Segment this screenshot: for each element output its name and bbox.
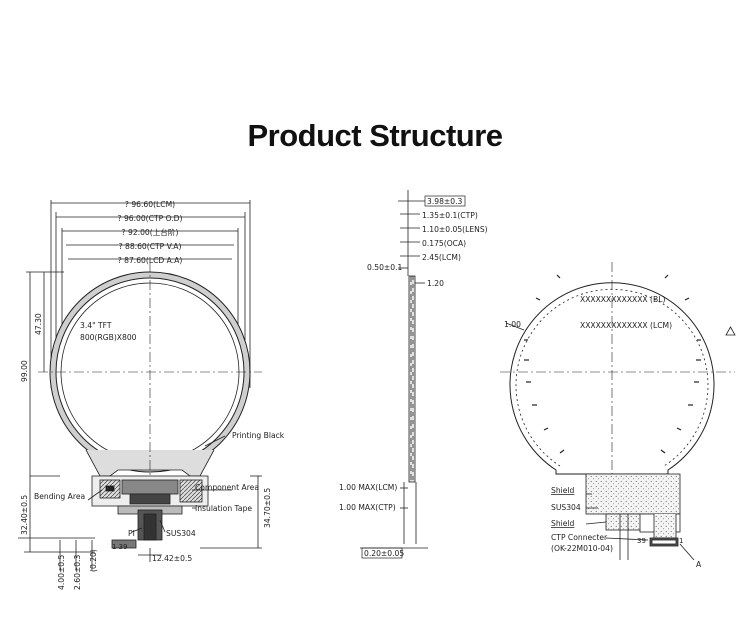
sus304-back-label: SUS304 [551,503,581,512]
shield-top-label: Shield [551,486,575,495]
connector-model: (OK-22M010-04) [551,544,613,553]
bending-area-label: Bending Area [34,492,85,501]
dim-lcm: ? 96.60(LCM) [125,200,175,209]
layer-ctp: 1.35±0.1(CTP) [422,211,478,220]
side-left-top: 0.50±0.1 [367,263,403,272]
layer-lcm: 2.45(LCM) [422,253,461,262]
page-title: Product Structure [247,118,503,153]
bl-label: XXXXXXXXXXXXX (BL) [580,295,665,304]
bottom-dim: 12.42±0.5 [152,554,192,563]
marker-a: A [696,560,702,569]
side-view [360,190,428,549]
max-ctp: 1.00 MAX(CTP) [339,503,396,512]
insulation-tape-label: Insulation Tape [195,504,252,513]
dim-2-60: 2.60±0.3 [73,554,82,590]
pi-label: PI [128,529,135,538]
dim-32-40: 32.40±0.5 [20,495,29,535]
front-view [18,200,262,570]
dim-0-20: (0.20) [89,549,98,572]
back-left-dim: 1.00 [504,320,521,329]
side-view-labels: 3.98±0.3 1.35±0.1(CTP) 1.10±0.05(LENS) 0… [339,195,488,559]
dim-ctp-od: ? 96.00(CTP O.D) [118,214,183,223]
dim-step: ? 92.00(上台阶) [122,227,179,237]
max-lcm: 1.00 MAX(LCM) [339,483,397,492]
component-area-label: Component Area [195,483,259,492]
front-view-labels: ? 96.60(LCM) ? 96.00(CTP O.D) ? 92.00(上台… [20,200,285,590]
back-view-labels: XXXXXXXXXXXXX (BL) XXXXXXXXXXXXX (LCM) 1… [504,295,702,569]
dim-4-00: 4.00±0.5 [57,554,66,590]
dim-99-00: 99.00 [20,360,29,382]
dim-ctp-va: ? 88.60(CTP V.A) [119,242,182,251]
shield-bottom-label: Shield [551,519,575,528]
tft-resolution: 800(RGB)X800 [80,333,137,342]
ctp-connector-label: CTP Connecter [551,533,608,542]
sus304-label: SUS304 [166,529,196,538]
printing-black-label: Printing Black [232,431,285,440]
dim-34-70: 34.70±0.5 [263,488,272,528]
layer-oca: 0.175(OCA) [422,239,466,248]
pin-1: 1 [679,537,683,545]
dim-47-30: 47.30 [34,313,43,335]
lcm-label: XXXXXXXXXXXXX (LCM) [580,321,672,330]
pin-numbers: 1 39 [112,543,128,551]
back-view [500,262,736,561]
total-thickness: 3.98±0.3 [427,197,463,206]
pin-39: 39 [637,537,646,545]
bottom-thickness: 0.20±0.05 [364,549,404,558]
layer-lens: 1.10±0.05(LENS) [422,225,488,234]
tft-size: 3.4" TFT [80,321,112,330]
side-right-mid: 1.20 [427,279,444,288]
dim-lcd-aa: ? 87.60(LCD A.A) [118,256,183,265]
